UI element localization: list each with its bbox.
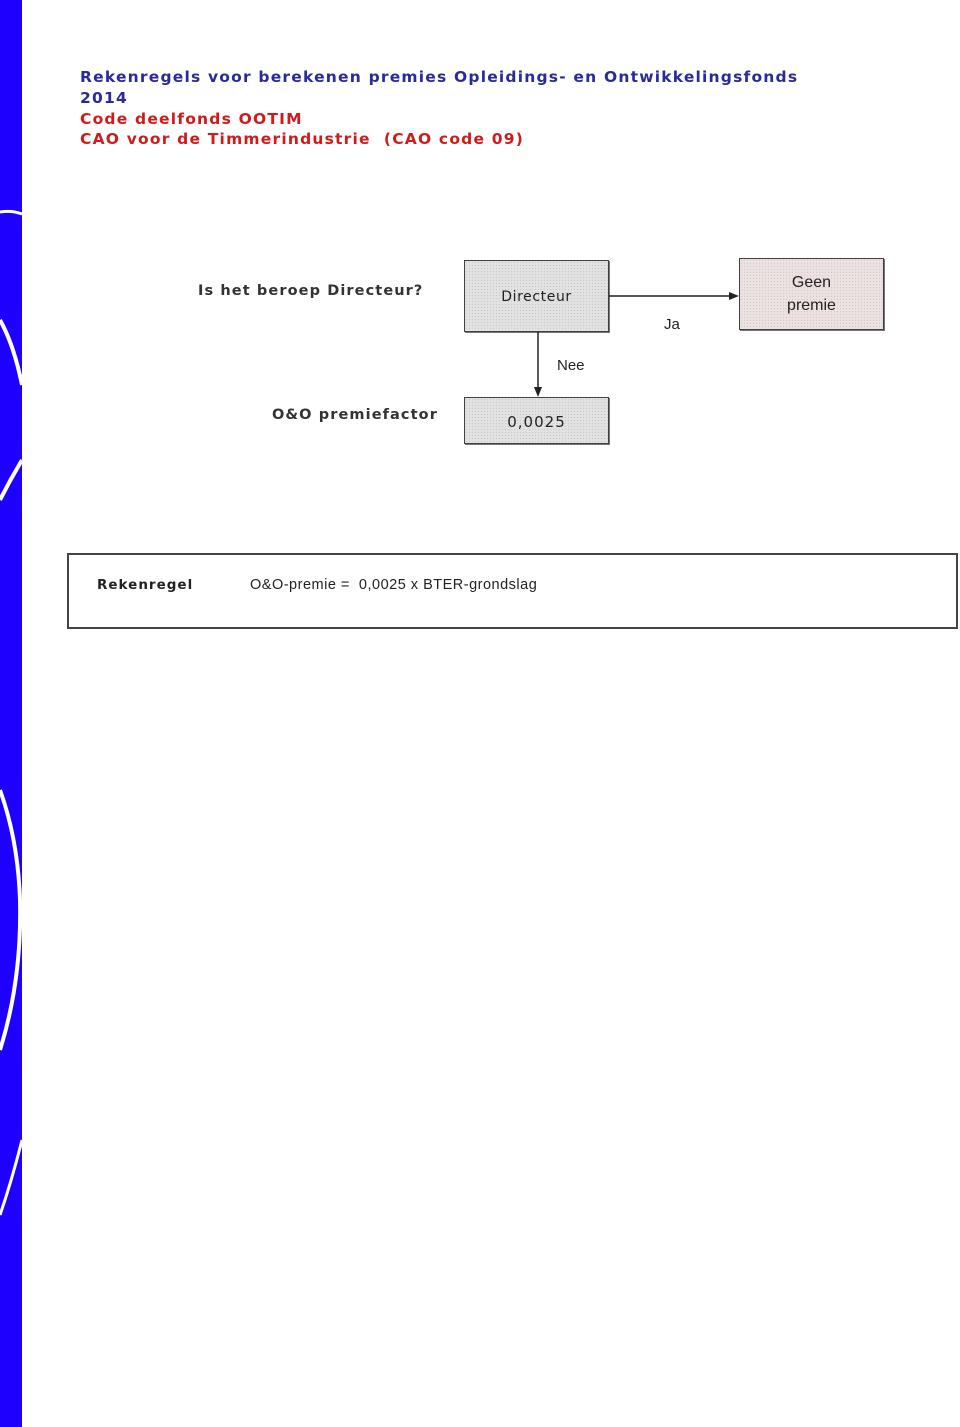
premium-factor-box: 0,0025 [464,397,609,444]
document-header: Rekenregels voor berekenen premies Oplei… [80,67,798,150]
header-title: Rekenregels voor berekenen premies Oplei… [80,68,799,86]
flow-question: Is het beroep Directeur? [198,283,424,299]
arrow-yes-head [729,292,739,300]
result-line-2: premie [787,297,836,314]
result-box-geen-premie: Geen premie [739,258,884,330]
calculation-rule-box: Rekenregel O&O-premie = 0,0025 x BTER-gr… [67,553,958,629]
arrow-no-head [534,387,542,397]
decision-box-directeur: Directeur [464,260,609,332]
header-fund-code: Code deelfonds OOTIM [80,109,303,128]
yes-label: Ja [664,316,680,333]
premium-factor-label: O&O premiefactor [272,407,438,423]
no-label: Nee [557,357,585,374]
decorative-side-band [0,0,22,1427]
rule-label: Rekenregel [97,577,194,593]
result-line-1: Geen [791,274,832,291]
flow-arrows [534,292,739,397]
header-cao: CAO voor de Timmerindustrie (CAO code 09… [80,130,525,149]
header-year: 2014 [80,88,128,107]
rule-formula: O&O-premie = 0,0025 x BTER-grondslag [250,577,538,593]
